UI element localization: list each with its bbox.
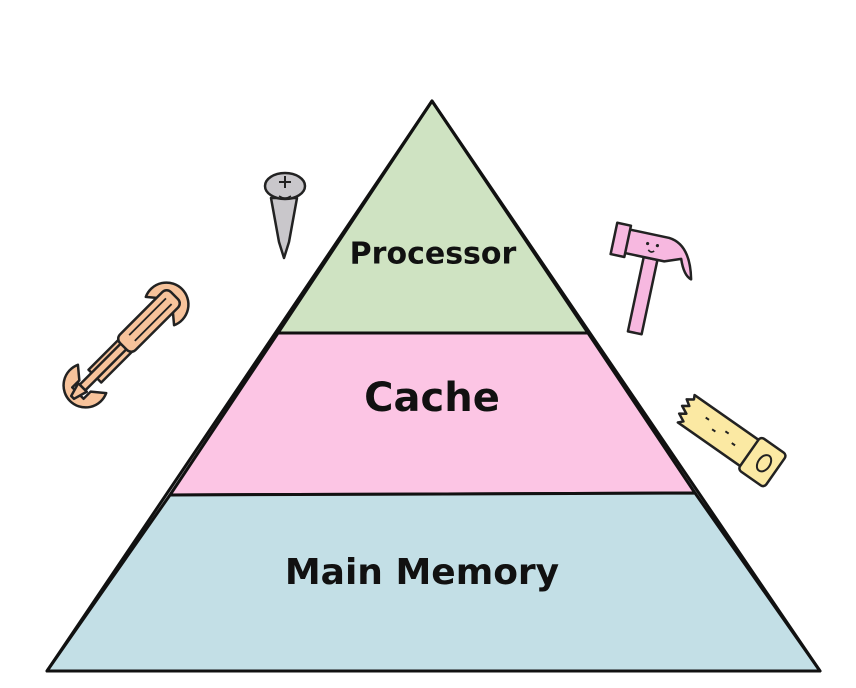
pyramid — [45, 99, 822, 673]
hammer-icon — [609, 221, 693, 336]
tier-label-processor: Processor — [350, 237, 517, 272]
saw-icon — [676, 393, 787, 488]
tier-label-main-memory: Main Memory — [285, 552, 559, 593]
wrench-and-screwdriver-icon — [62, 281, 190, 409]
tier-processor — [276, 99, 590, 335]
tier-label-cache: Cache — [364, 375, 500, 421]
pyramid-outline — [45, 99, 822, 673]
screw-icon — [263, 171, 307, 260]
